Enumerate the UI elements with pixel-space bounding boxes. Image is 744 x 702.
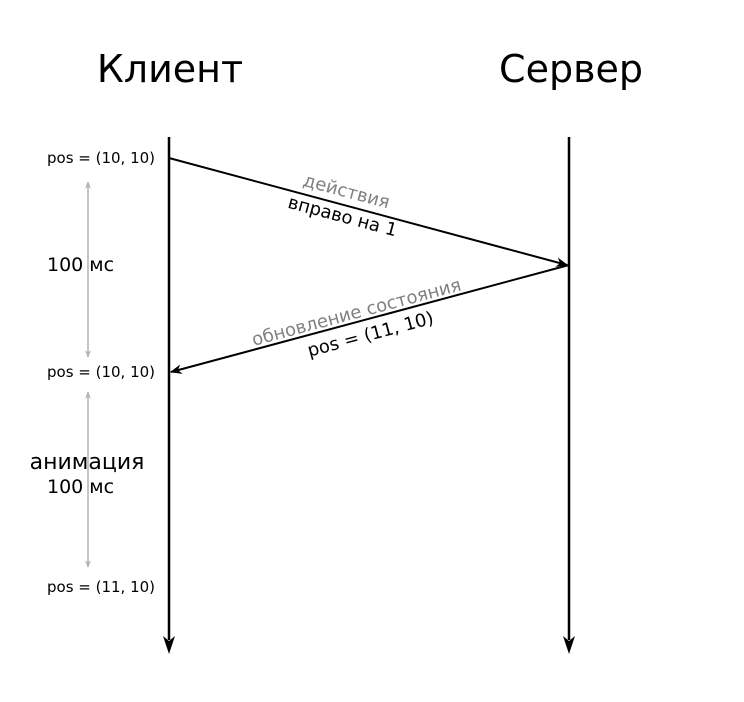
server-lane-title: Сервер bbox=[499, 47, 643, 91]
response-arrow bbox=[169, 264, 570, 374]
request-arrow bbox=[168, 157, 569, 267]
position-label-first: pos = (10, 10) bbox=[47, 149, 155, 167]
client-lane-title: Клиент bbox=[97, 47, 243, 91]
interval-duration-first: 100 мс bbox=[47, 254, 114, 276]
client-lifeline bbox=[163, 137, 175, 654]
server-lifeline bbox=[563, 137, 575, 654]
position-label-second: pos = (10, 10) bbox=[47, 363, 155, 381]
interval-title-second: анимация bbox=[30, 450, 145, 475]
interval-duration-second: 100 мс bbox=[47, 476, 114, 498]
position-label-third: pos = (11, 10) bbox=[47, 578, 155, 596]
